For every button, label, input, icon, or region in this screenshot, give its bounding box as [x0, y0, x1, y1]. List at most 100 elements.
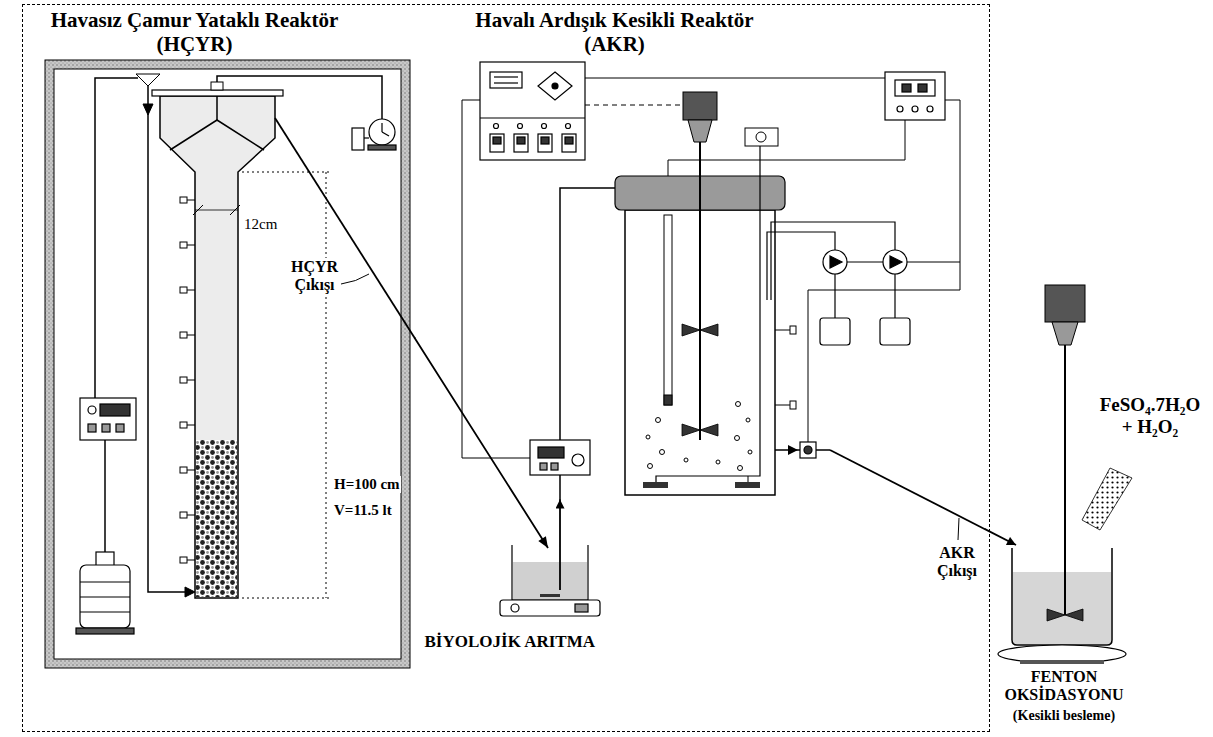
- outlet-valve: [804, 446, 812, 454]
- controller: [490, 134, 504, 152]
- fenton-beaker: [1013, 572, 1111, 644]
- feed-pump: [100, 404, 130, 416]
- controller: [480, 62, 585, 160]
- feed-bottle: [76, 552, 134, 634]
- uasb-column: [152, 82, 283, 598]
- meter: [885, 72, 945, 120]
- control-wire: [585, 78, 885, 79]
- sampling-port: [180, 377, 187, 383]
- outlet-valve: [788, 445, 798, 455]
- control-wire: [847, 262, 883, 263]
- probe: [664, 395, 672, 405]
- text-holder: AKR Çıkışı: [936, 544, 978, 581]
- chemical-dosing: [1082, 468, 1132, 530]
- sampling-port: [180, 287, 187, 293]
- gas-meter: [381, 123, 382, 132]
- gas-meter: [382, 132, 389, 136]
- aeration: [656, 418, 661, 423]
- feed-line: [148, 86, 186, 592]
- dosing-pump: [767, 222, 910, 345]
- meter: [885, 72, 945, 120]
- sampling-port: [180, 197, 195, 563]
- process-boundary: Havasız Çamur Yataklı Reaktör (HÇYR) Hava…: [22, 4, 990, 732]
- fenton-beaker: [1012, 548, 1112, 645]
- dimension-label: H=100 cm: [333, 476, 401, 493]
- text-holder: HÇYR Çıkışı: [290, 258, 339, 295]
- uasb-column: [216, 96, 218, 120]
- dimension-line: [242, 172, 330, 173]
- dimension-line: [326, 172, 327, 598]
- fenton-mixer: [1045, 285, 1085, 345]
- flow-connector: [415, 338, 561, 590]
- outlet-valve: [775, 442, 830, 458]
- controller: [562, 134, 576, 152]
- reactor-vessel: [735, 482, 760, 488]
- feed-tank: [511, 604, 519, 612]
- controller: [538, 134, 552, 152]
- controller: [518, 124, 523, 129]
- mixer: [699, 142, 701, 440]
- uasb-column: [160, 96, 275, 598]
- dosing-pump: [830, 256, 842, 268]
- sampling-port: [180, 422, 187, 428]
- dosing-pump: [834, 274, 835, 318]
- fenton-beaker: [1020, 660, 1104, 664]
- gas-meter: [217, 76, 396, 150]
- dimension-line: [193, 172, 330, 598]
- fenton-beaker: [1064, 345, 1066, 615]
- controller: [490, 72, 522, 88]
- fenton-beaker: [998, 645, 1126, 663]
- dimension-line: [230, 205, 240, 215]
- dimension-line: [193, 205, 203, 215]
- text-holder: Havalı Ardışık Kesikli Reaktör (AKR): [473, 8, 757, 56]
- reactor-vessel: [775, 405, 790, 406]
- controller: [542, 124, 547, 129]
- feed-bottle: [76, 628, 134, 634]
- controller: [480, 117, 585, 118]
- reactor-title: Havalı Ardışık Kesikli Reaktör (AKR): [473, 8, 757, 56]
- uasb-column: [170, 120, 264, 150]
- gas-meter: [369, 119, 395, 145]
- aeration: [746, 418, 750, 422]
- reactor-vessel: [790, 326, 796, 334]
- aeration: [684, 458, 688, 462]
- volume-label: V=11.5 lt: [333, 502, 393, 519]
- feed-bottle: [96, 552, 114, 566]
- dosing-pump: [771, 222, 895, 300]
- meter: [912, 106, 918, 112]
- feed-pump: [116, 424, 124, 432]
- feed-pump: [80, 398, 136, 440]
- text-holder: FENTON OKSİDASYONU: [1004, 668, 1123, 705]
- unit-title: FENTON OKSİDASYONU: [1004, 668, 1123, 705]
- sampling-port: [180, 332, 187, 338]
- feed-pump: [88, 406, 96, 414]
- reactor-title: Havasız Çamur Yataklı Reaktör (HÇYR): [48, 8, 341, 56]
- dosing-pump: [880, 318, 910, 345]
- probe: [664, 215, 672, 405]
- reactor-vessel: [790, 401, 796, 409]
- funnel-and-flow-arrows: [143, 104, 153, 115]
- flow-label: AKR Çıkışı: [936, 544, 978, 581]
- gas-meter: [364, 137, 369, 138]
- aeration: [756, 132, 766, 142]
- fenton-mixer: [1052, 322, 1078, 345]
- probe: [664, 215, 672, 405]
- feed-tank: [512, 545, 588, 600]
- controller: [514, 134, 528, 152]
- feed-tank: [513, 562, 587, 599]
- feed-bottle: [80, 565, 130, 628]
- reactor-vessel: [615, 176, 796, 495]
- sampling-port: [180, 242, 187, 248]
- feed-tank: [540, 594, 560, 597]
- feed-pump: [102, 424, 110, 432]
- aeration: [656, 146, 760, 482]
- mixer: [682, 92, 718, 440]
- feed-line: [95, 78, 186, 592]
- controller: [538, 72, 572, 100]
- aeration: [745, 128, 778, 146]
- region-label: BİYOLOJİK ARITMA: [425, 632, 596, 652]
